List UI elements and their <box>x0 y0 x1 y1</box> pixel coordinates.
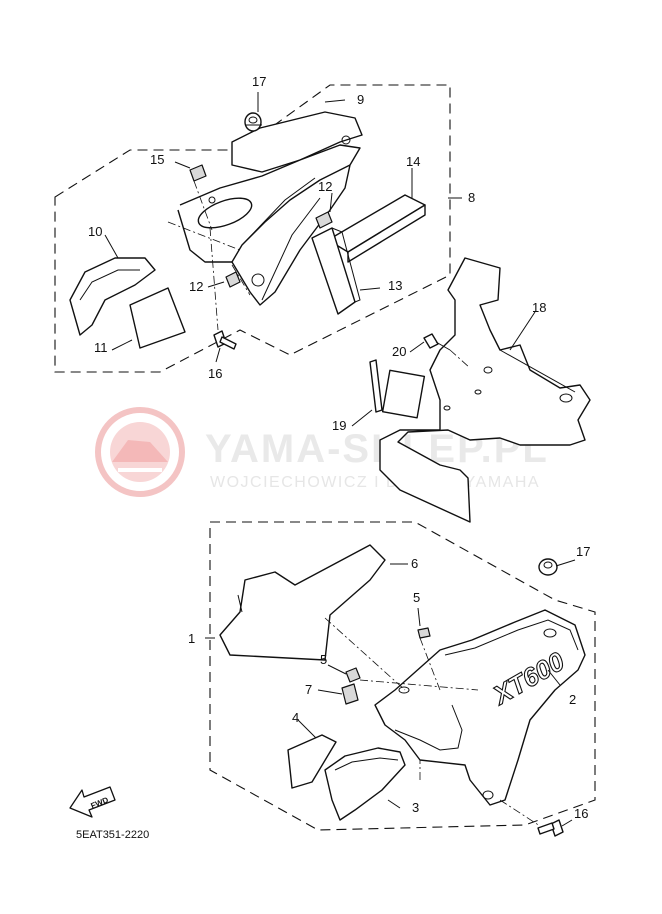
part-3-emblem <box>324 747 406 821</box>
part-14-strip <box>327 194 426 263</box>
callout-19: 19 <box>332 418 346 433</box>
part-20-screw <box>423 333 471 369</box>
callout-18: 18 <box>532 300 546 315</box>
callout-5-upper: 5 <box>413 590 420 605</box>
part-17-grommet-upper <box>244 112 262 132</box>
part-4-tape <box>287 734 337 789</box>
callout-8: 8 <box>468 190 475 205</box>
part-12-damper-a <box>315 211 333 229</box>
callout-5-lower: 5 <box>320 652 327 667</box>
part-18-tab <box>381 369 426 419</box>
callout-11: 11 <box>94 340 108 355</box>
callout-13: 13 <box>388 278 402 293</box>
part-17-grommet-lower <box>538 558 558 576</box>
lower-side-cover-assembly: XT600 <box>209 521 596 837</box>
yamaha-dealer-logo <box>95 407 185 497</box>
callout-10: 10 <box>88 224 102 239</box>
callout-6: 6 <box>411 556 418 571</box>
fwd-arrow-icon: FWD <box>69 786 116 818</box>
callout-17-upper: 17 <box>252 74 266 89</box>
part-9-plate <box>231 111 363 173</box>
part-19-band <box>369 359 383 413</box>
callout-3: 3 <box>412 800 419 815</box>
upper-side-cover-assembly <box>54 84 451 373</box>
callout-1: 1 <box>188 631 195 646</box>
callout-14: 14 <box>406 154 420 169</box>
part-5-damper-a <box>417 627 431 639</box>
callout-4: 4 <box>292 710 299 725</box>
part-18-plate <box>379 257 591 523</box>
watermark-subtitle: WOJCIECHOWICZ I DEALER YAMAHA <box>210 474 540 491</box>
upper-assembly-boundary <box>54 84 451 373</box>
callout-9: 9 <box>357 92 364 107</box>
callout-16-lower: 16 <box>574 806 588 821</box>
callout-16-upper: 16 <box>208 366 222 381</box>
lower-assembly-boundary <box>209 521 596 831</box>
part-7-damper <box>341 683 359 705</box>
callout-12-lower: 12 <box>189 279 203 294</box>
part-10-emblem <box>69 257 156 336</box>
part-16-bolt-lower <box>537 819 564 837</box>
callout-12-upper: 12 <box>318 179 332 194</box>
part-15-clip <box>189 164 213 231</box>
callout-leaders <box>104 92 576 827</box>
callout-labels: 17 9 15 14 12 8 10 12 13 11 16 18 20 19 … <box>88 74 590 821</box>
callout-17-lower: 17 <box>576 544 590 559</box>
part-2-side-cover: XT600 <box>374 609 586 806</box>
diagram-code: 5EAT351-2220 <box>76 829 149 841</box>
part-5-damper-b <box>345 667 361 683</box>
part-6-panel <box>219 544 386 661</box>
callout-7: 7 <box>305 682 312 697</box>
part-11-tape <box>129 287 186 349</box>
part-13-block <box>311 227 361 315</box>
center-plate-group <box>369 257 591 523</box>
part-12-damper-b <box>225 271 241 288</box>
part-16-bolt-upper <box>213 330 237 350</box>
callout-20: 20 <box>392 344 406 359</box>
callout-15: 15 <box>150 152 164 167</box>
callout-2: 2 <box>569 692 576 707</box>
